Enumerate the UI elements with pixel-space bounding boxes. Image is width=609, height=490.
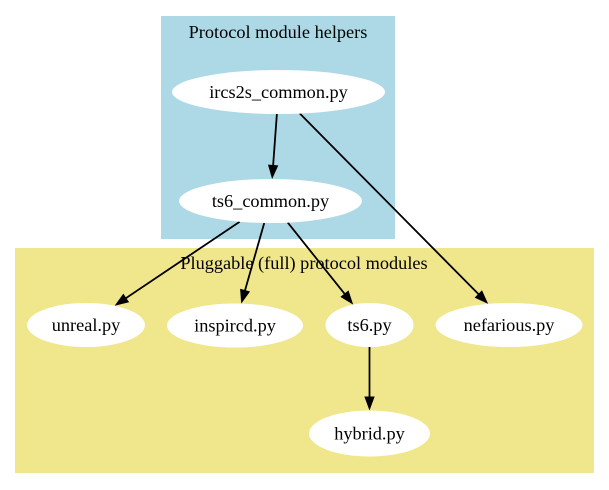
node-ts6-common-py: ts6_common.py (179, 179, 362, 223)
arrowhead-ircs2s_common-to-ts6_common (267, 164, 279, 180)
node-hybrid-py-shape (309, 410, 430, 457)
edge-ircs2s_common-to-nefarious (299, 112, 480, 296)
arrowhead-ts6-to-hybrid (364, 396, 375, 411)
node-nefarious-py-shape (435, 303, 583, 347)
node-ts6-py-shape (325, 303, 414, 347)
node-unreal-py-label: unreal.py (52, 315, 121, 335)
node-ts6-py: ts6.py (325, 303, 414, 347)
arrowhead-ircs2s_common-to-nefarious (474, 290, 489, 304)
node-inspircd-py: inspircd.py (167, 303, 303, 348)
arrowhead-ts6_common-to-ts6 (340, 290, 354, 305)
node-hybrid-py: hybrid.py (309, 410, 430, 457)
node-inspircd-py-shape (167, 303, 303, 348)
edge-ircs2s_common-to-ts6_common (272, 113, 278, 167)
node-ts6-py-label: ts6.py (347, 315, 392, 335)
node-unreal-py-shape (27, 303, 145, 347)
edge-ts6_common-to-inspircd (243, 222, 266, 292)
node-ircs2s-common-py-shape (172, 70, 385, 114)
node-unreal-py: unreal.py (27, 303, 145, 347)
node-layer: ircs2s_common.py ts6_common.py unreal.py… (27, 70, 583, 457)
node-nefarious-py: nefarious.py (435, 303, 583, 347)
cluster-helpers-label: Protocol module helpers (189, 22, 368, 42)
node-ts6-common-py-shape (179, 179, 362, 223)
cluster-protocols-label: Pluggable (full) protocol modules (180, 253, 427, 274)
node-inspircd-py-label: inspircd.py (194, 316, 277, 336)
edge-ts6_common-to-ts6 (287, 222, 346, 295)
cluster-protocols-box (15, 248, 594, 473)
node-nefarious-py-label: nefarious.py (464, 315, 556, 335)
arrowhead-ts6_common-to-unreal (114, 293, 130, 306)
node-hybrid-py-label: hybrid.py (334, 424, 405, 444)
node-ts6-common-py-label: ts6_common.py (212, 191, 330, 211)
arrowhead-ts6_common-to-inspircd (240, 288, 251, 304)
cluster-pluggable-protocol-modules: Pluggable (full) protocol modules (15, 248, 594, 473)
edge-ts6_common-to-unreal (124, 220, 241, 300)
edge-layer (114, 112, 489, 411)
node-ircs2s-common-py-label: ircs2s_common.py (209, 82, 348, 102)
node-ircs2s-common-py: ircs2s_common.py (172, 70, 385, 114)
